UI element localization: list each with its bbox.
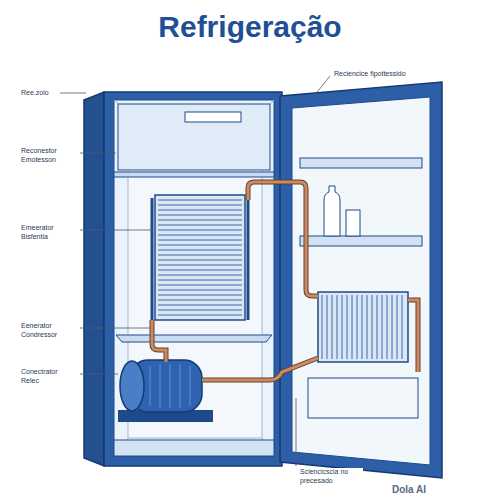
leader-line <box>314 76 330 96</box>
watermark: Dola AI <box>390 484 428 495</box>
glass-shelf <box>116 335 272 342</box>
door-shelf <box>300 236 422 246</box>
copper-pipe <box>202 358 318 380</box>
part-label: Conectrator Relec <box>20 368 78 386</box>
door-bin <box>308 378 418 418</box>
part-label: Emeerator Bisfentia <box>20 224 78 242</box>
compressor-ribs <box>150 364 190 408</box>
copper-pipe <box>408 300 418 372</box>
fridge-side <box>84 92 104 466</box>
part-label: Reciencice fipottessido <box>333 70 407 79</box>
leader-line <box>80 374 118 375</box>
leader-line <box>80 230 153 231</box>
evaporator-coil <box>155 195 245 320</box>
freezer-compartment <box>118 104 270 170</box>
leader-line <box>80 328 150 329</box>
leader-lines <box>60 76 330 466</box>
shelf <box>114 172 274 177</box>
compressor-end <box>120 361 144 411</box>
copper-pipe <box>152 320 166 362</box>
diagram-title: Refrigeração <box>0 10 500 44</box>
base-panel <box>114 440 274 456</box>
part-label: Reconestor Emotesson <box>20 147 78 165</box>
leader-line <box>296 398 297 466</box>
part-label: Ree.zolo <box>20 89 50 98</box>
coil-fins <box>158 200 242 315</box>
part-label: Eenerator Condressor <box>20 322 78 340</box>
copper-pipe <box>248 182 318 296</box>
coil-tubes <box>152 198 248 320</box>
lamp <box>185 112 241 122</box>
pipe-outline <box>152 320 166 362</box>
perspective-lines <box>114 100 274 456</box>
pipe-outline <box>202 358 318 380</box>
pipes <box>152 182 418 380</box>
condenser-fins <box>322 295 402 359</box>
condenser <box>318 292 408 362</box>
fridge-cavity <box>114 100 274 456</box>
part-label: Sciencicscia no precesado <box>299 468 363 486</box>
pipe-outline <box>248 182 318 296</box>
leader-line <box>80 153 116 154</box>
carton <box>346 210 360 236</box>
fridge-body <box>104 92 282 466</box>
door-panel <box>292 97 430 465</box>
door-shelf <box>300 158 422 168</box>
bottle <box>324 186 340 236</box>
pipe-outline <box>408 300 418 372</box>
leader-line <box>60 93 86 94</box>
